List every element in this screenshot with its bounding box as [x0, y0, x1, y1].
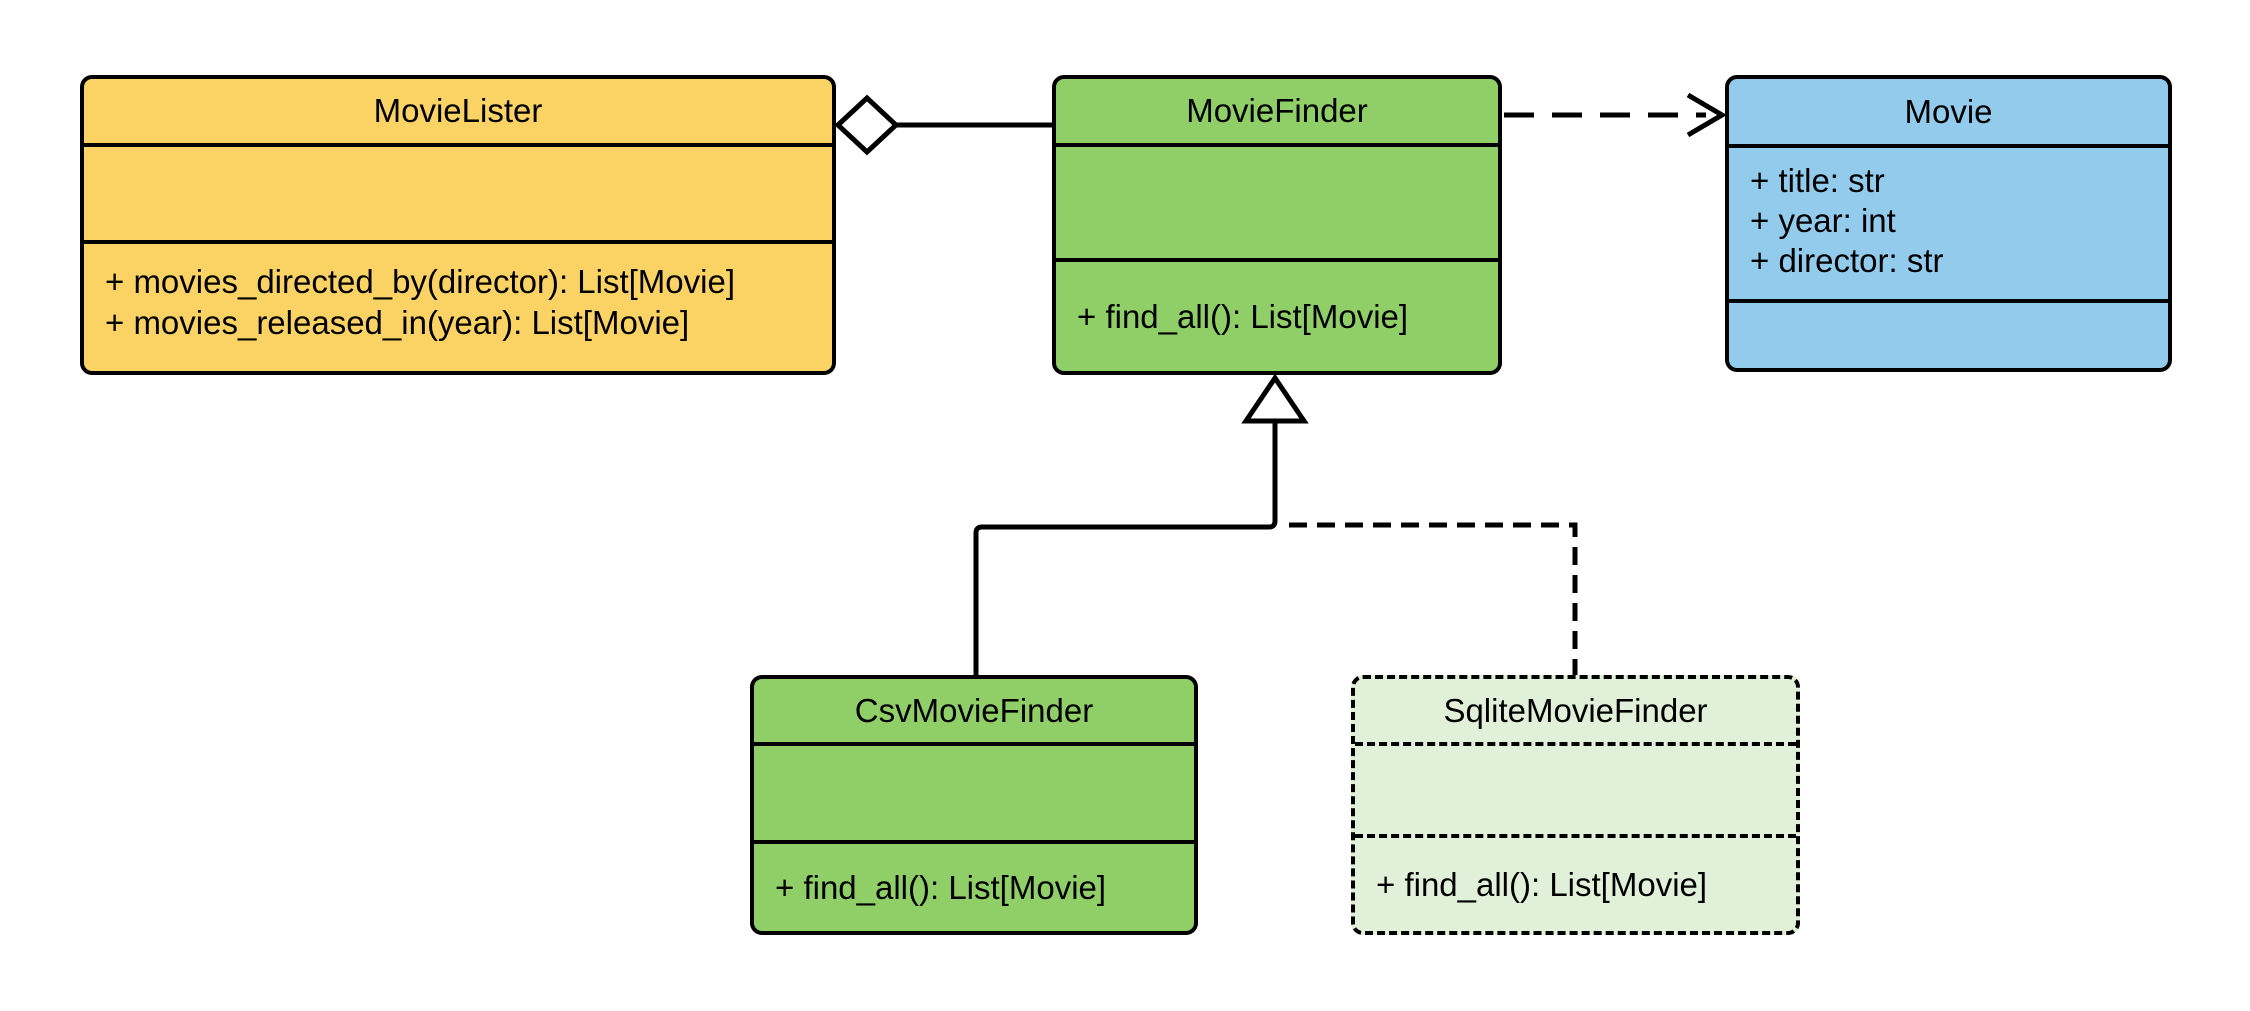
- class-title: CsvMovieFinder: [854, 692, 1094, 729]
- dependency-connector-moviefinder-movie[interactable]: [1504, 92, 1727, 138]
- aggregation-open-diamond-icon: [834, 94, 900, 156]
- class-sqlitemoviefinder[interactable]: SqliteMovieFinder + find_all(): List[Mov…: [1351, 675, 1800, 935]
- class-title: MovieFinder: [1186, 92, 1368, 129]
- aggregation-connector-movielister-moviefinder[interactable]: [834, 94, 1054, 156]
- attributes-compartment: [84, 143, 832, 240]
- methods-compartment: [1729, 299, 2168, 368]
- generalization-solid-line: [973, 423, 1278, 677]
- attribute-row: + director: str: [1750, 242, 1944, 279]
- methods-compartment: + find_all(): List[Movie]: [1355, 834, 1796, 931]
- generalization-dashed-line: [1281, 522, 1578, 677]
- class-title: SqliteMovieFinder: [1443, 692, 1708, 729]
- class-moviefinder[interactable]: MovieFinder + find_all(): List[Movie]: [1052, 75, 1502, 375]
- method-row: + movies_directed_by(director): List[Mov…: [105, 263, 735, 300]
- class-title: Movie: [1904, 93, 1993, 130]
- attributes-compartment: [1056, 143, 1498, 258]
- class-title: MovieLister: [373, 92, 543, 129]
- attributes-compartment: [1355, 742, 1796, 834]
- methods-compartment: + find_all(): List[Movie]: [1056, 258, 1498, 371]
- method-row: + find_all(): List[Movie]: [775, 869, 1107, 906]
- generalization-connector-sqlitemoviefinder-moviefinder[interactable]: [1281, 522, 1578, 677]
- attributes-compartment: + title: str + year: int + director: str: [1729, 144, 2168, 299]
- method-row: + movies_released_in(year): List[Movie]: [105, 304, 690, 341]
- dependency-open-arrow-icon: [1686, 92, 1727, 138]
- generalization-connector-csvmoviefinder-moviefinder[interactable]: [973, 373, 1309, 677]
- attribute-row: + year: int: [1750, 202, 1896, 239]
- method-row: + find_all(): List[Movie]: [1376, 866, 1708, 903]
- generalization-hollow-triangle-icon: [1241, 373, 1309, 424]
- attribute-row: + title: str: [1750, 162, 1885, 199]
- class-csvmoviefinder[interactable]: CsvMovieFinder + find_all(): List[Movie]: [750, 675, 1198, 935]
- class-movielister[interactable]: MovieLister + movies_directed_by(directo…: [80, 75, 836, 375]
- method-row: + find_all(): List[Movie]: [1077, 298, 1409, 335]
- attributes-compartment: [754, 742, 1194, 840]
- methods-compartment: + movies_directed_by(director): List[Mov…: [84, 240, 832, 371]
- class-movie[interactable]: Movie + title: str + year: int + directo…: [1725, 75, 2172, 372]
- methods-compartment: + find_all(): List[Movie]: [754, 840, 1194, 931]
